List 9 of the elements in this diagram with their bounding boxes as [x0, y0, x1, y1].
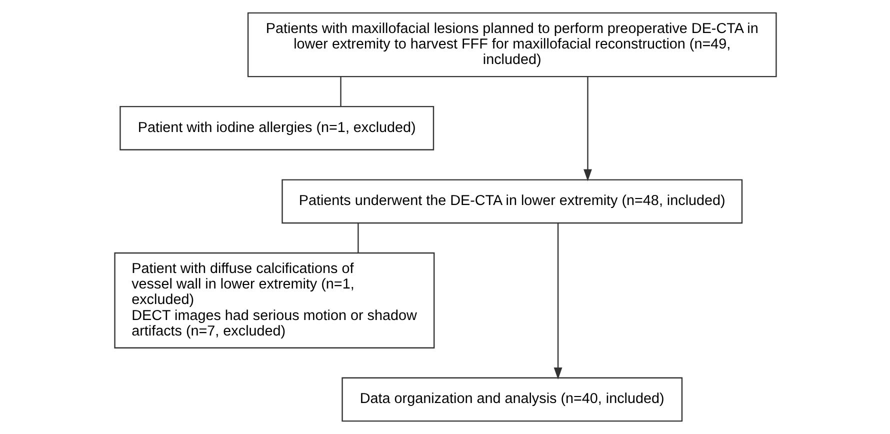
node-box: Patient with diffuse calcifications of vessel wall in lower extremity (n=1, excluded) DECT images had serious motion or shadow artifacts (n=7, excluded) — [114, 252, 434, 348]
connector — [357, 223, 358, 253]
arrow — [583, 76, 592, 182]
connector — [340, 76, 341, 106]
arrow — [553, 223, 562, 380]
node-box: Patients underwent the DE-CTA in lower extremity (n=48, included) — [281, 179, 742, 224]
node-box: Patient with iodine allergies (n=1, excluded) — [119, 106, 434, 150]
node-box: Patients with maxillofacial lesions planned to perform preoperative DE-CTA in lower extremity to harvest FFF for maxillofacial reconstruction (n=49, included) — [246, 12, 776, 78]
node-box: Data organization and analysis (n=40, included) — [341, 377, 682, 422]
